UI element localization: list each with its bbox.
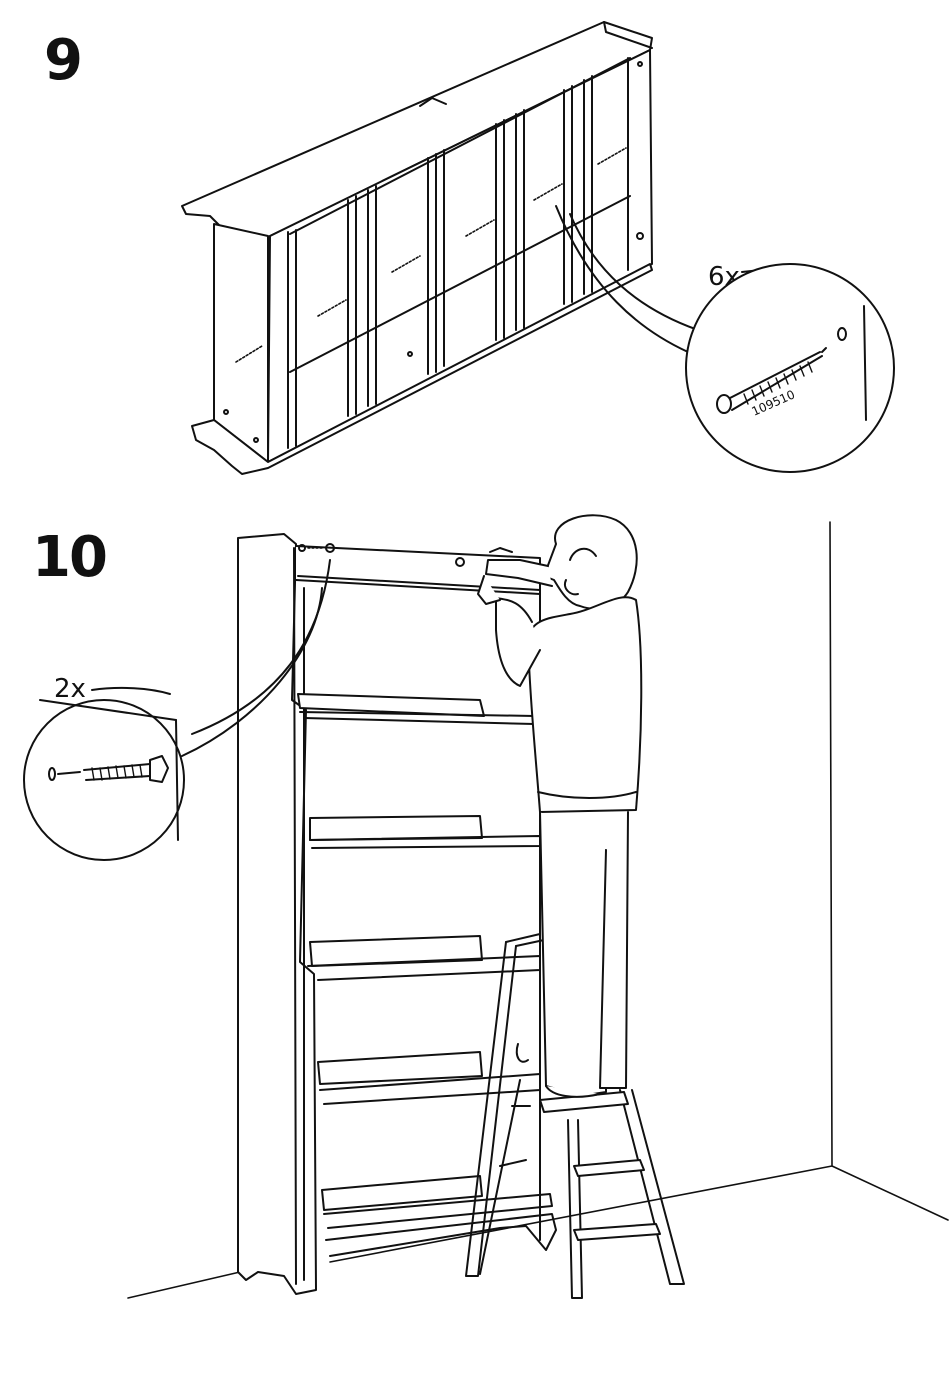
step-9-shelf-frame	[182, 22, 652, 474]
person-figure	[478, 515, 641, 1097]
